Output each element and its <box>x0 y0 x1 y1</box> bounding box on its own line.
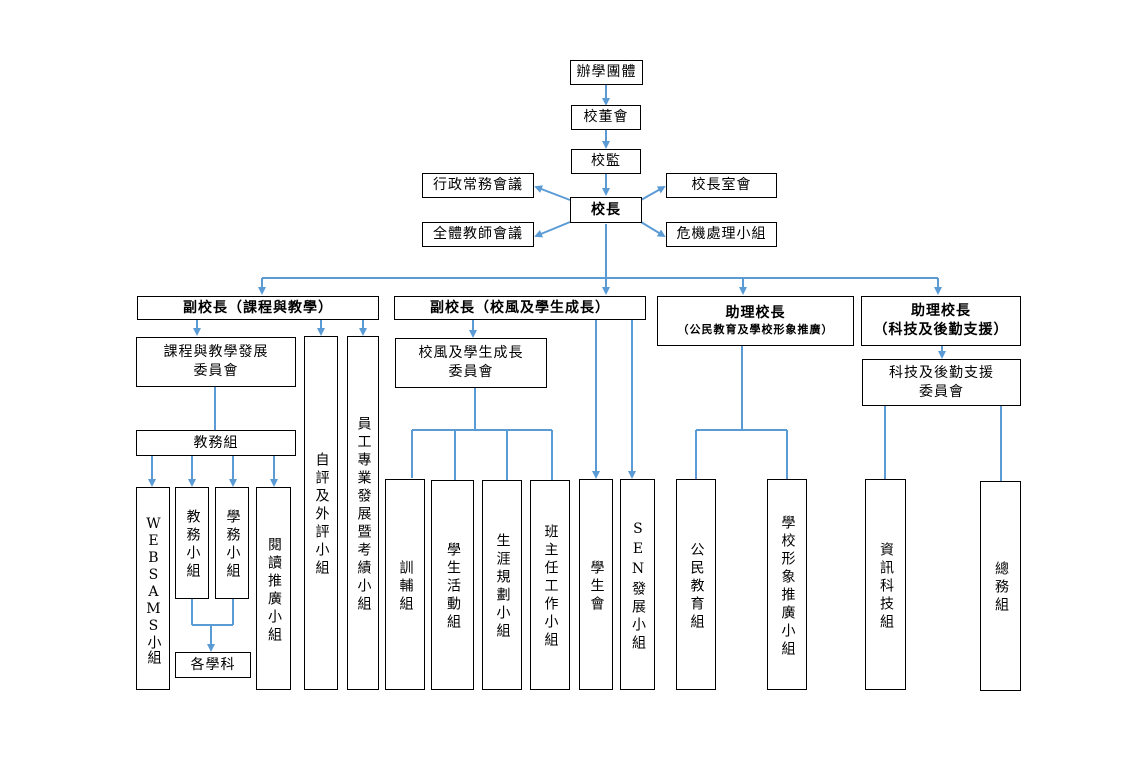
it-label: 資訊科技組 <box>877 541 894 632</box>
teacher-meeting-box: 全體教師會議 <box>422 222 534 247</box>
student-union-box: 學生會 <box>579 479 613 690</box>
activities-box: 學生活動組 <box>431 480 474 690</box>
board-label: 校董會 <box>583 109 629 126</box>
general-box: 總務組 <box>980 481 1021 691</box>
guidance-label: 訓輔組 <box>397 559 414 614</box>
ap-tech-title: 助理校長 <box>911 303 971 320</box>
ap-civic-subtitle: （公民教育及學校形象推廣） <box>677 323 834 337</box>
academic-group-label: 教務組 <box>193 434 239 451</box>
ap-civic-title: 助理校長 <box>725 305 786 322</box>
ap-tech-subtitle: （科技及後勤支援） <box>873 322 1009 338</box>
principal-office-box: 校長室會 <box>666 173 777 198</box>
vp-curriculum-box: 副校長（課程與教學） <box>137 296 379 320</box>
tech-committee-line2: 委員會 <box>919 383 964 400</box>
sponsor-box: 辦學團體 <box>570 60 643 85</box>
academic-group-box: 教務組 <box>136 430 296 456</box>
image-label: 學校形象推廣小組 <box>779 514 796 659</box>
subjects-label: 各學科 <box>190 656 236 673</box>
admin-meeting-label: 行政常務會議 <box>433 177 523 194</box>
ap-civic-box: 助理校長 （公民教育及學校形象推廣） <box>657 296 854 346</box>
vp-ethos-label: 副校長（校風及學生成長） <box>430 299 610 316</box>
principal-label: 校長 <box>591 201 621 218</box>
crisis-team-label: 危機處理小組 <box>676 226 767 243</box>
civic-label: 公民教育組 <box>688 541 705 632</box>
staff-dev-box: 員工專業發展暨考績小組 <box>347 336 379 690</box>
curriculum-committee-line2: 委員會 <box>193 363 239 379</box>
academic-team-box: 教務小組 <box>175 487 209 599</box>
ethos-committee-box: 校風及學生成長 委員會 <box>395 338 547 388</box>
supervisor-label: 校監 <box>591 153 621 170</box>
self-eval-box: 自評及外評小組 <box>304 336 338 690</box>
vp-curriculum-label: 副校長（課程與教學） <box>183 299 333 316</box>
student-affairs-team-box: 學務小組 <box>215 487 249 599</box>
civic-box: 公民教育組 <box>676 479 716 690</box>
reading-team-label: 閱讀推廣小組 <box>265 536 282 645</box>
guidance-box: 訓輔組 <box>385 479 425 690</box>
curriculum-committee-box: 課程與教學發展 委員會 <box>136 337 296 387</box>
crisis-team-box: 危機處理小組 <box>666 222 777 247</box>
curriculum-committee-line1: 課程與教學發展 <box>163 344 269 361</box>
supervisor-box: 校監 <box>571 149 641 174</box>
self-eval-label: 自評及外評小組 <box>313 452 330 578</box>
sen-label: SEN發展小組 <box>629 520 646 653</box>
class-teacher-label: 班主任工作小組 <box>542 524 559 650</box>
sen-box: SEN發展小組 <box>620 479 655 690</box>
academic-team-label: 教務小組 <box>184 509 201 581</box>
principal-box: 校長 <box>570 197 642 223</box>
student-union-label: 學生會 <box>588 559 605 614</box>
image-box: 學校形象推廣小組 <box>767 479 807 690</box>
student-affairs-team-label: 學務小組 <box>224 509 241 581</box>
career-label: 生涯規劃小組 <box>494 533 511 641</box>
ap-tech-box: 助理校長 （科技及後勤支援） <box>861 296 1021 346</box>
websams-box: WEBSAMS小組 <box>136 487 170 690</box>
general-label: 總務組 <box>992 561 1009 615</box>
reading-team-box: 閱讀推廣小組 <box>256 487 291 690</box>
teacher-meeting-label: 全體教師會議 <box>433 226 523 243</box>
sponsor-label: 辦學團體 <box>576 64 637 81</box>
staff-dev-label: 員工專業發展暨考績小組 <box>355 416 372 614</box>
admin-meeting-box: 行政常務會議 <box>422 173 534 198</box>
tech-committee-line1: 科技及後勤支援 <box>889 364 994 381</box>
vp-ethos-box: 副校長（校風及學生成長） <box>394 296 646 320</box>
ethos-committee-line2: 委員會 <box>448 364 494 380</box>
activities-label: 學生活動組 <box>444 542 461 632</box>
it-box: 資訊科技組 <box>865 479 906 690</box>
subjects-box: 各學科 <box>175 652 251 678</box>
tech-committee-box: 科技及後勤支援 委員會 <box>862 359 1021 406</box>
class-teacher-box: 班主任工作小組 <box>530 480 570 690</box>
career-box: 生涯規劃小組 <box>482 480 522 690</box>
websams-label: WEBSAMS小組 <box>145 516 162 665</box>
board-box: 校董會 <box>571 105 641 130</box>
ethos-committee-line1: 校風及學生成長 <box>418 345 524 362</box>
principal-office-label: 校長室會 <box>691 177 752 194</box>
